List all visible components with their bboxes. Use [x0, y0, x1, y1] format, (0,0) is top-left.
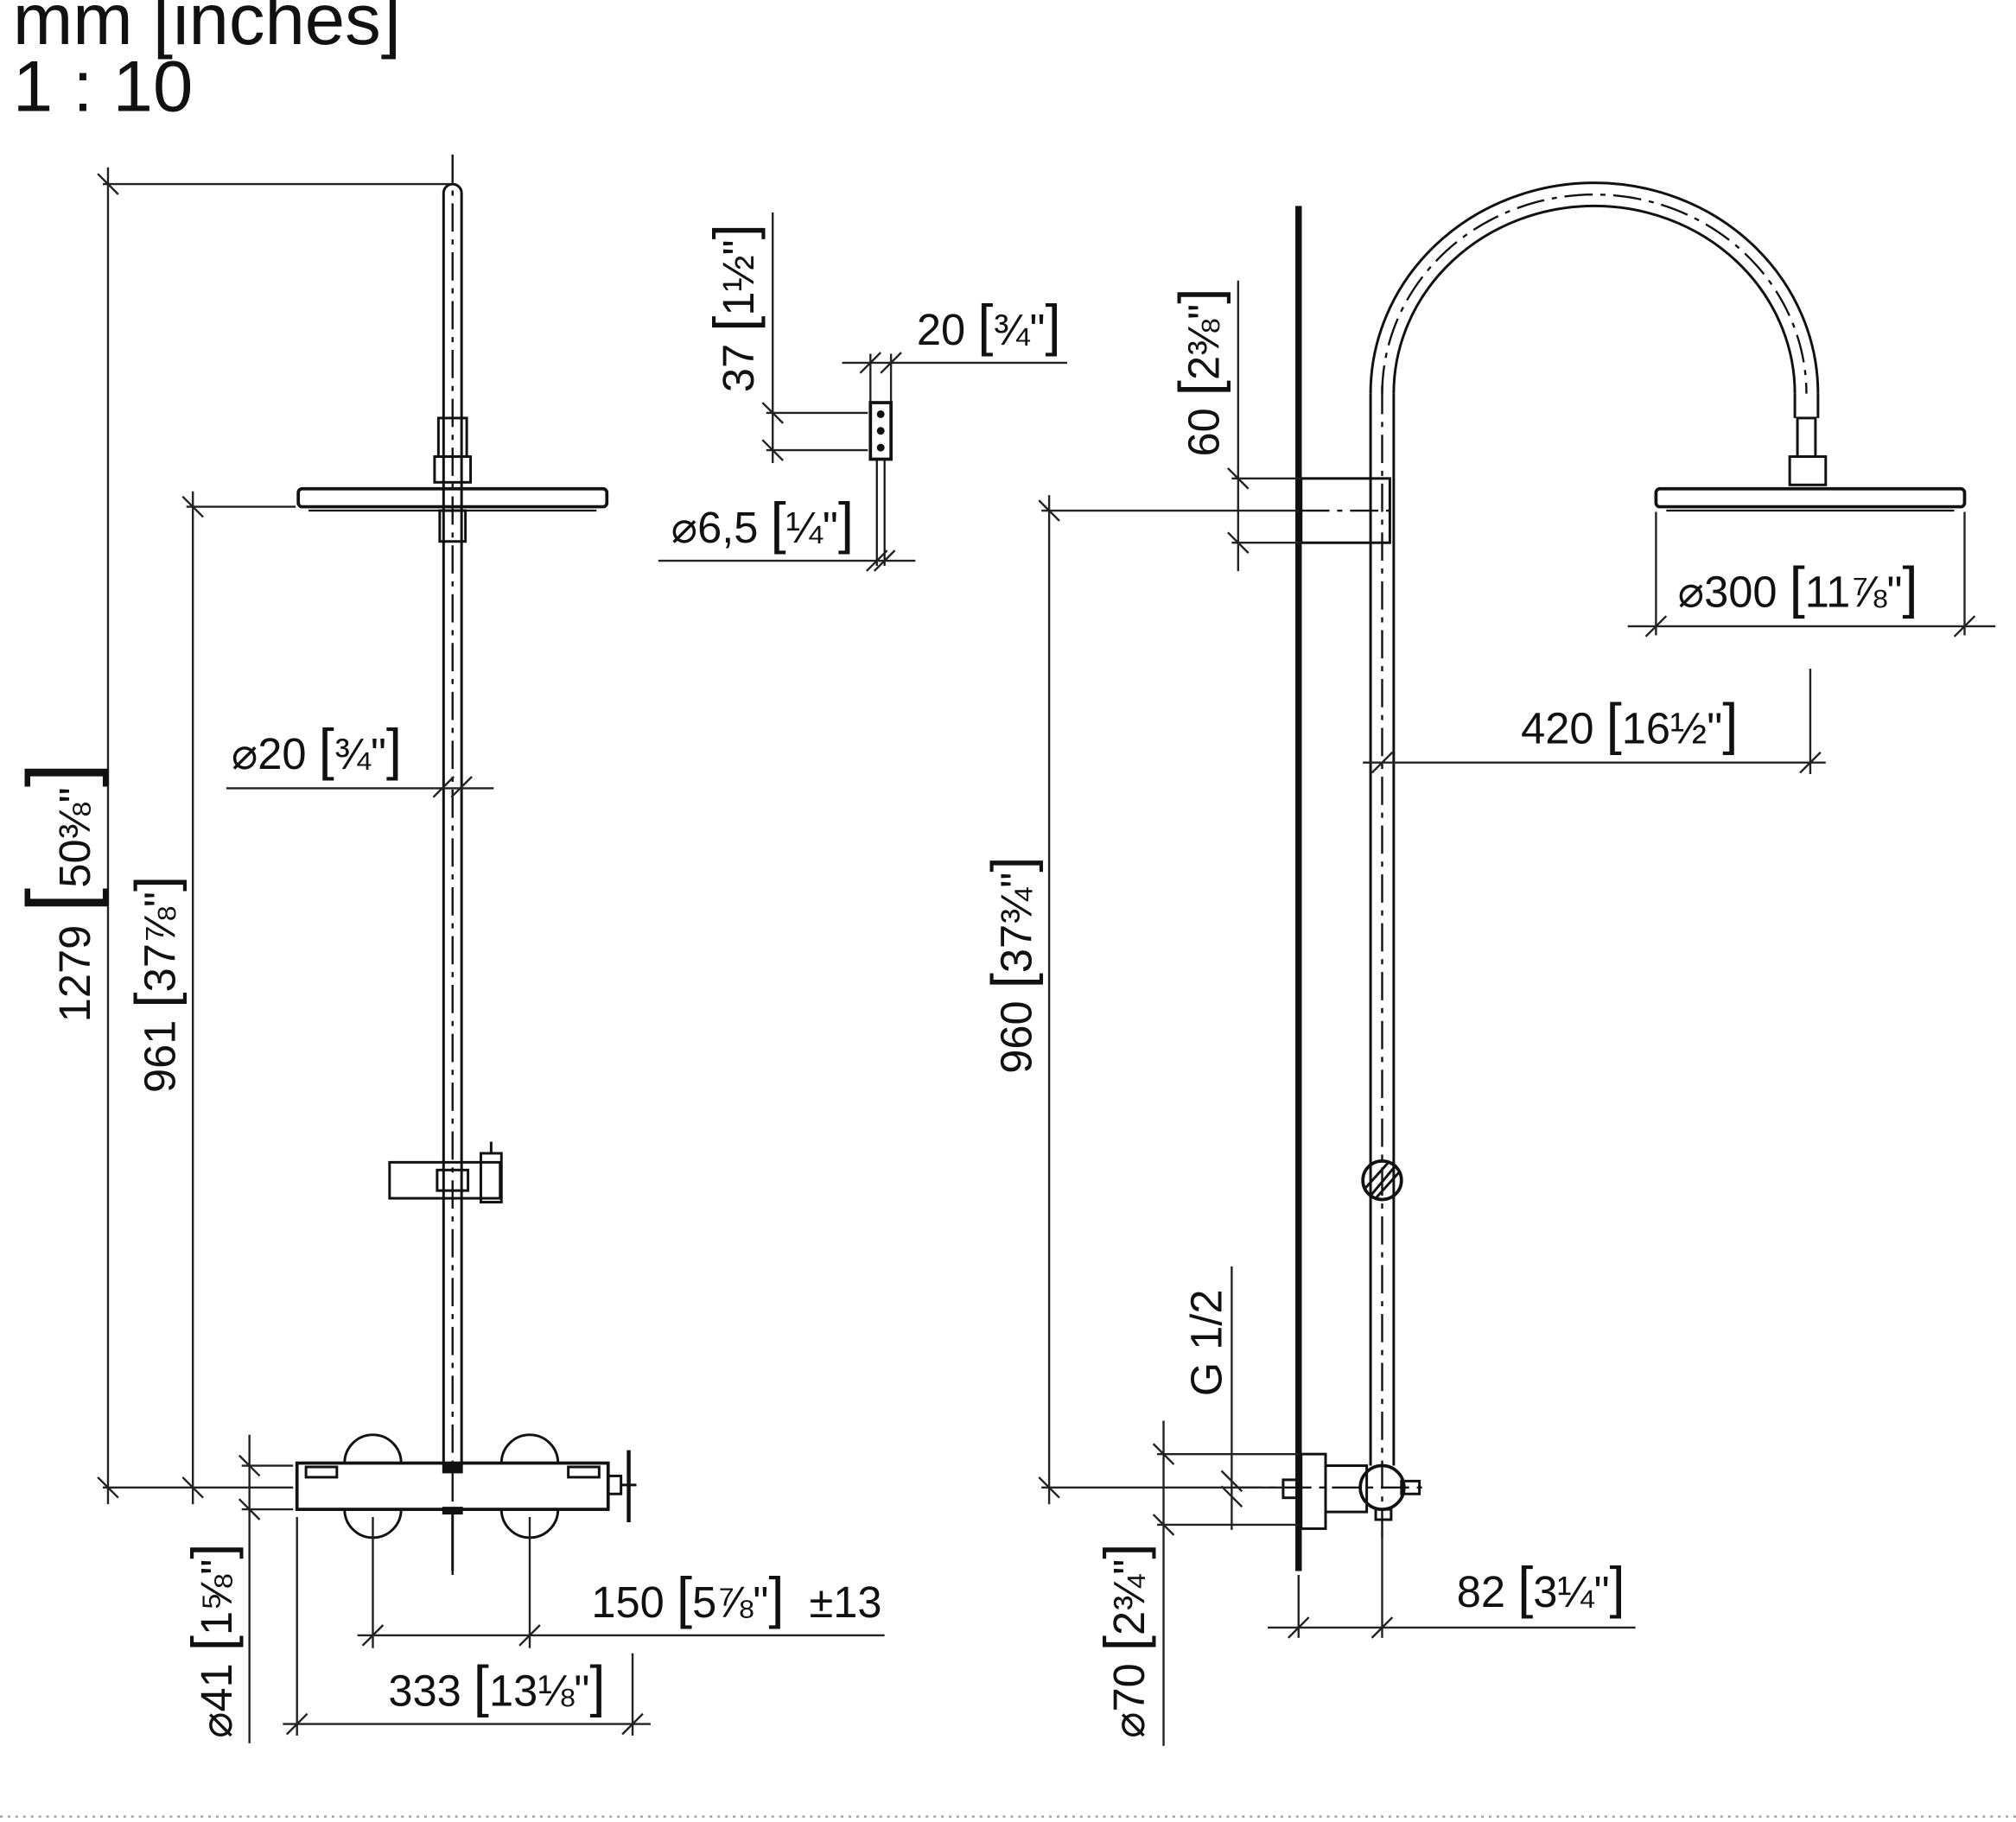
dim-screw-diameter: ⌀6,5 [¼"] — [658, 492, 916, 572]
side-head-height-inch: 37¾" — [991, 873, 1040, 973]
dim-pipe-diameter: ⌀20 [¾"] — [226, 718, 494, 798]
scale-label: 1 : 10 — [13, 46, 193, 126]
side-head-height-mm: 960 — [991, 1000, 1040, 1073]
wall-distance-inch: 3¼" — [1533, 1567, 1609, 1616]
rosette-diameter-inch: 2¾" — [1104, 1559, 1154, 1635]
dim-arm-projection: 420 [16½"] — [1363, 669, 1826, 775]
screw-diameter-mm: 6,5 — [697, 503, 758, 552]
svg-text:1279 [50⅜"]: 1279 [50⅜"] — [10, 762, 110, 1022]
hand-shower-holder — [388, 1141, 503, 1203]
dim-mixer-diameter: ⌀41 [1⅝"] — [181, 1434, 294, 1743]
wall-distance-mm: 82 — [1457, 1567, 1505, 1616]
bracket-depth-mm: 20 — [917, 305, 965, 354]
pipe-diameter-mm: 20 — [258, 729, 306, 778]
head-height-mm: 961 — [135, 1020, 184, 1093]
dim-total-height: 1279 [50⅜"] — [10, 167, 450, 1505]
svg-text:37 [1½"]: 37 [1½"] — [703, 224, 766, 392]
dim-mixer-width: 333 [13⅛"] — [283, 1517, 651, 1736]
connection-spacing-tolerance: ±13 — [809, 1578, 881, 1627]
gooseneck-outer — [1369, 181, 1820, 394]
pipe-diameter-inch: ¾" — [334, 729, 386, 778]
arm-projection-inch: 16½" — [1622, 703, 1722, 752]
dim-thread: G 1/2 — [1181, 1266, 1243, 1530]
connection-spacing-inch: 5⅞" — [692, 1578, 768, 1627]
svg-text:⌀20 [¾"]: ⌀20 [¾"] — [232, 718, 402, 781]
svg-text:60 [2⅜"]: 60 [2⅜"] — [1168, 289, 1231, 457]
gooseneck-inner — [1392, 204, 1797, 394]
svg-text:⌀41 [1⅝"]: ⌀41 [1⅝"] — [181, 1544, 244, 1738]
bracket-detail — [868, 401, 893, 567]
svg-text:20 [¾"]: 20 [¾"] — [917, 294, 1061, 357]
bracket-height-inch: 1½" — [714, 239, 763, 315]
total-height-inch: 50⅜" — [50, 787, 99, 887]
side-shower-head — [1654, 486, 1967, 509]
dim-shower-head-diameter: ⌀300 [11⅞"] — [1627, 511, 1996, 638]
total-height-mm: 1279 — [50, 925, 99, 1023]
connection-spacing-mm: 150 — [591, 1578, 664, 1627]
front-view — [295, 154, 637, 1575]
diverter-knob — [1361, 1159, 1403, 1202]
svg-text:420 [16½"]: 420 [16½"] — [1521, 692, 1738, 755]
screw-diameter-inch: ¼" — [786, 503, 838, 552]
svg-text:⌀300 [11⅞"]: ⌀300 [11⅞"] — [1678, 556, 1918, 619]
thermostat-mixer — [295, 1433, 637, 1571]
svg-text:⌀70 [2¾"]: ⌀70 [2¾"] — [1093, 1544, 1156, 1738]
dim-side-head-height: 960 [37¾"] — [980, 495, 1299, 1505]
mixer-diameter-mm: 41 — [192, 1663, 241, 1711]
dim-bracket-offset: 60 [2⅜"] — [1168, 280, 1301, 571]
shower-head-diameter-inch: 11⅞" — [1805, 568, 1903, 617]
wall-bracket — [868, 401, 893, 461]
mixer-diameter-inch: 1⅝" — [192, 1559, 241, 1635]
shower-head-diameter-mm: 300 — [1704, 568, 1777, 617]
bracket-offset-mm: 60 — [1180, 408, 1229, 456]
svg-text:960 [37¾"]: 960 [37¾"] — [980, 856, 1043, 1073]
bracket-height-mm: 37 — [714, 344, 763, 392]
dim-bracket-height: 37 [1½"] — [703, 212, 868, 463]
svg-text:333 [13⅛"]: 333 [13⅛"] — [388, 1655, 605, 1718]
dim-connection-spacing: 150 [5⅞"] ±13 — [357, 1517, 885, 1648]
units-label: mm [inches] — [13, 0, 401, 60]
thread-label: G 1/2 — [1181, 1289, 1231, 1396]
svg-text:150 [5⅞"] ±13: 150 [5⅞"] ±13 — [591, 1566, 881, 1629]
svg-text:82 [3¼"]: 82 [3¼"] — [1457, 1556, 1625, 1619]
svg-text:961 [37⅞"]: 961 [37⅞"] — [124, 876, 187, 1093]
dim-rosette-diameter: ⌀70 [2¾"] — [1093, 1420, 1299, 1746]
bracket-offset-inch: 2⅜" — [1180, 304, 1229, 380]
mixer-width-mm: 333 — [388, 1666, 461, 1716]
side-view — [1234, 181, 1967, 1571]
rosette-diameter-mm: 70 — [1104, 1663, 1154, 1711]
mixer-width-inch: 13⅛" — [489, 1666, 589, 1716]
head-height-inch: 37⅞" — [135, 892, 184, 992]
bracket-depth-inch: ¾" — [993, 305, 1045, 354]
front-shower-head — [296, 486, 609, 509]
dim-bracket-depth: 20 [¾"] — [842, 294, 1067, 402]
arm-projection-mm: 420 — [1521, 703, 1593, 752]
dim-wall-distance: 82 [3¼"] — [1268, 1529, 1636, 1639]
svg-text:⌀6,5 [¼"]: ⌀6,5 [¼"] — [671, 492, 854, 555]
dim-head-height: 961 [37⅞"] — [124, 491, 296, 1505]
